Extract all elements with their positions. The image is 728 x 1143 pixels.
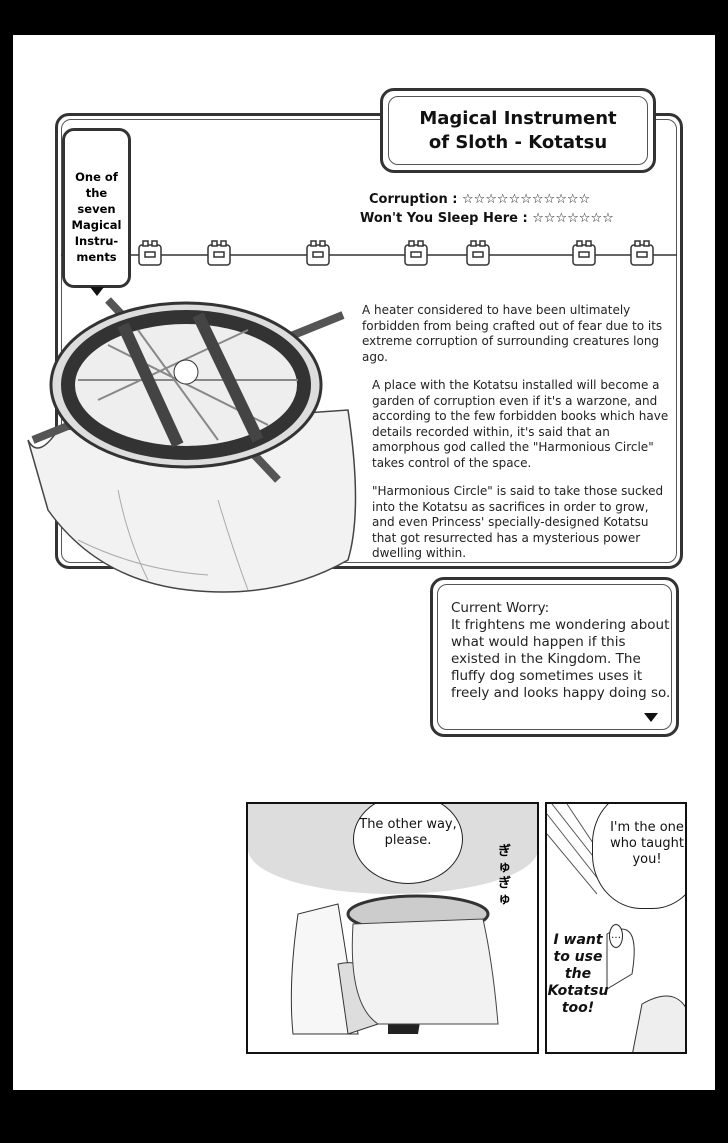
kotatsu-illustration: [27, 297, 357, 593]
plug-icon: [466, 240, 490, 266]
speech-bubble: I'm the one who taught you!: [592, 804, 685, 909]
speed-lines: [547, 804, 685, 1052]
tab-line: the seven: [77, 186, 116, 216]
comic-panel-right: I'm the one who taught you! … I want to …: [545, 802, 687, 1054]
title-line-1: Magical Instrument: [419, 108, 617, 129]
comic-panel-left: The other way, please. ぎゅ ぎゅ: [246, 802, 539, 1054]
title-box: Magical Instrument of Sloth - Kotatsu: [380, 88, 656, 173]
plug-icon: [207, 240, 231, 266]
category-tab: One of the seven Magical Instru- ments: [62, 128, 131, 296]
title-line-2: of Sloth - Kotatsu: [428, 132, 608, 153]
rating-corruption: Corruption : ☆☆☆☆☆☆☆☆☆☆☆: [360, 190, 620, 209]
info-card-frame: [55, 113, 683, 569]
tab-line: Magical: [71, 218, 122, 232]
shout-text: I want to use the Kotatsu too!: [547, 932, 609, 1016]
rating-label: Won't You Sleep Here :: [360, 211, 528, 226]
sound-effect: ぎゅ ぎゅ: [498, 844, 512, 907]
characters-under-kotatsu: [290, 894, 499, 1035]
info-card-inner-border: [61, 119, 677, 563]
rating-label: Corruption :: [369, 192, 458, 207]
tab-line: One of: [75, 170, 118, 184]
plug-icon: [404, 240, 428, 266]
speech-bubble: The other way, please.: [353, 804, 463, 884]
worry-heading: Current Worry:: [451, 600, 550, 616]
stars-icon: ☆☆☆☆☆☆☆: [532, 211, 614, 226]
rating-sleep: Won't You Sleep Here : ☆☆☆☆☆☆☆: [360, 209, 620, 228]
description-paragraph: A place with the Kotatsu installed will …: [372, 378, 669, 470]
triangle-down-icon: [644, 713, 658, 722]
tab-line: Instru-: [74, 234, 119, 248]
plug-icon: [306, 240, 330, 266]
description-paragraph: "Harmonious Circle" is said to take thos…: [372, 484, 664, 560]
tab-line: ments: [76, 250, 117, 264]
worry-text: It frightens me wondering about what wou…: [451, 617, 671, 701]
description: A heater considered to have been ultimat…: [362, 303, 672, 575]
plug-line-decoration: [61, 240, 677, 266]
plug-icon: [138, 240, 162, 266]
stars-icon: ☆☆☆☆☆☆☆☆☆☆☆: [461, 192, 591, 207]
plug-icon: [572, 240, 596, 266]
ellipsis-bubble: …: [609, 924, 623, 948]
ratings: Corruption : ☆☆☆☆☆☆☆☆☆☆☆ Won't You Sleep…: [360, 190, 620, 228]
current-worry-box: Current Worry: It frightens me wondering…: [430, 577, 679, 737]
description-paragraph: A heater considered to have been ultimat…: [362, 303, 663, 364]
plug-icon: [630, 240, 654, 266]
triangle-down-icon: [89, 287, 104, 296]
